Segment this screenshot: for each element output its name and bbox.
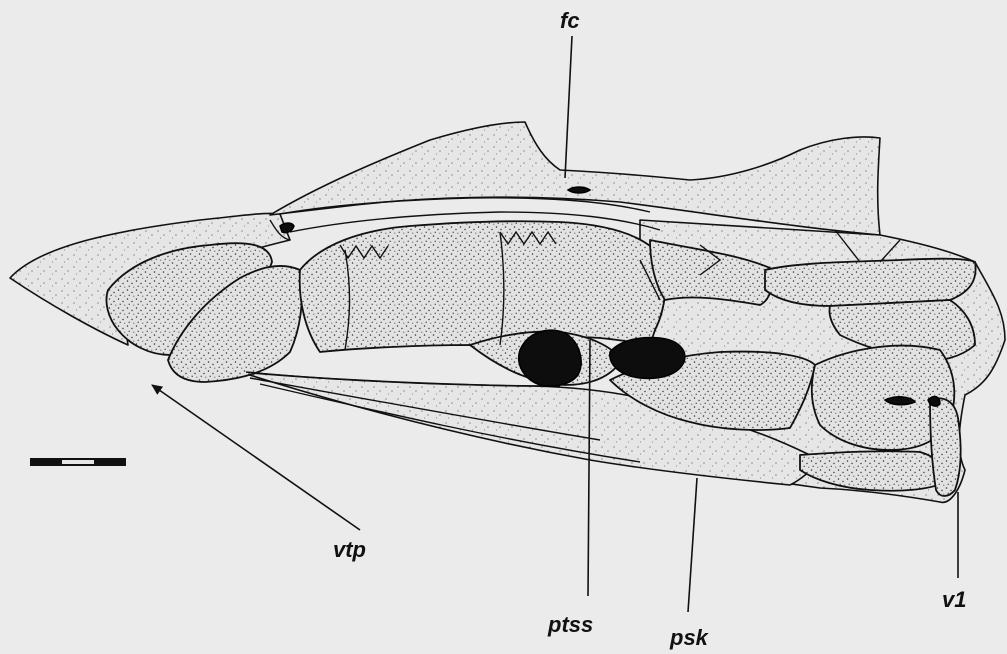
small-foramen-3 bbox=[885, 397, 915, 405]
vtp-leader bbox=[152, 385, 360, 530]
orbit-bone bbox=[300, 221, 666, 352]
optic-foramen bbox=[519, 330, 581, 386]
label-vtp: vtp bbox=[333, 537, 366, 562]
fc-leader bbox=[565, 36, 572, 178]
label-ptss: ptss bbox=[547, 612, 593, 637]
label-fc: fc bbox=[560, 8, 580, 33]
frontal-crest bbox=[270, 122, 880, 235]
small-foramen-2 bbox=[568, 187, 590, 193]
first-vertebra bbox=[930, 398, 961, 496]
trigeminal-foramen bbox=[610, 338, 685, 379]
label-v1: v1 bbox=[942, 587, 966, 612]
psk-leader bbox=[688, 478, 697, 612]
label-psk: psk bbox=[669, 625, 710, 650]
scale-bar bbox=[30, 458, 126, 466]
pterotic bbox=[765, 259, 976, 306]
